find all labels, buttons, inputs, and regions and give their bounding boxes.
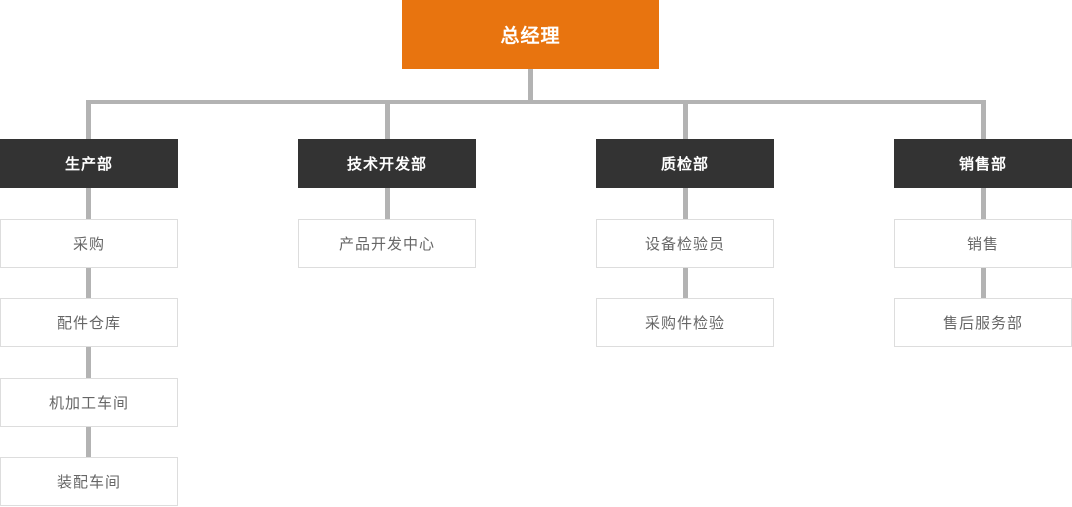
node-procurement: 采购 <box>0 219 178 268</box>
node-qc-dept: 质检部 <box>596 139 774 188</box>
connector-line <box>683 100 688 139</box>
connector-line <box>981 100 986 139</box>
node-equipment-inspector: 设备检验员 <box>596 219 774 268</box>
connector-line <box>86 347 91 378</box>
node-purchased-parts-inspection: 采购件检验 <box>596 298 774 347</box>
node-general-manager: 总经理 <box>402 0 659 69</box>
connector-line <box>683 268 688 298</box>
node-assembly-workshop: 装配车间 <box>0 457 178 506</box>
connector-line <box>385 188 390 219</box>
connector-line <box>86 100 91 139</box>
connector-line <box>86 100 986 104</box>
connector-line <box>86 427 91 457</box>
node-production-dept: 生产部 <box>0 139 178 188</box>
node-tech-dev-dept: 技术开发部 <box>298 139 476 188</box>
connector-line <box>981 188 986 219</box>
node-sales: 销售 <box>894 219 1072 268</box>
connector-line <box>385 100 390 139</box>
connector-line <box>86 268 91 298</box>
connector-line <box>683 188 688 219</box>
connector-line <box>528 69 533 101</box>
connector-line <box>981 268 986 298</box>
connector-line <box>86 188 91 219</box>
node-machining-workshop: 机加工车间 <box>0 378 178 427</box>
node-sales-dept: 销售部 <box>894 139 1072 188</box>
node-product-dev-center: 产品开发中心 <box>298 219 476 268</box>
node-parts-warehouse: 配件仓库 <box>0 298 178 347</box>
node-after-sales-dept: 售后服务部 <box>894 298 1072 347</box>
